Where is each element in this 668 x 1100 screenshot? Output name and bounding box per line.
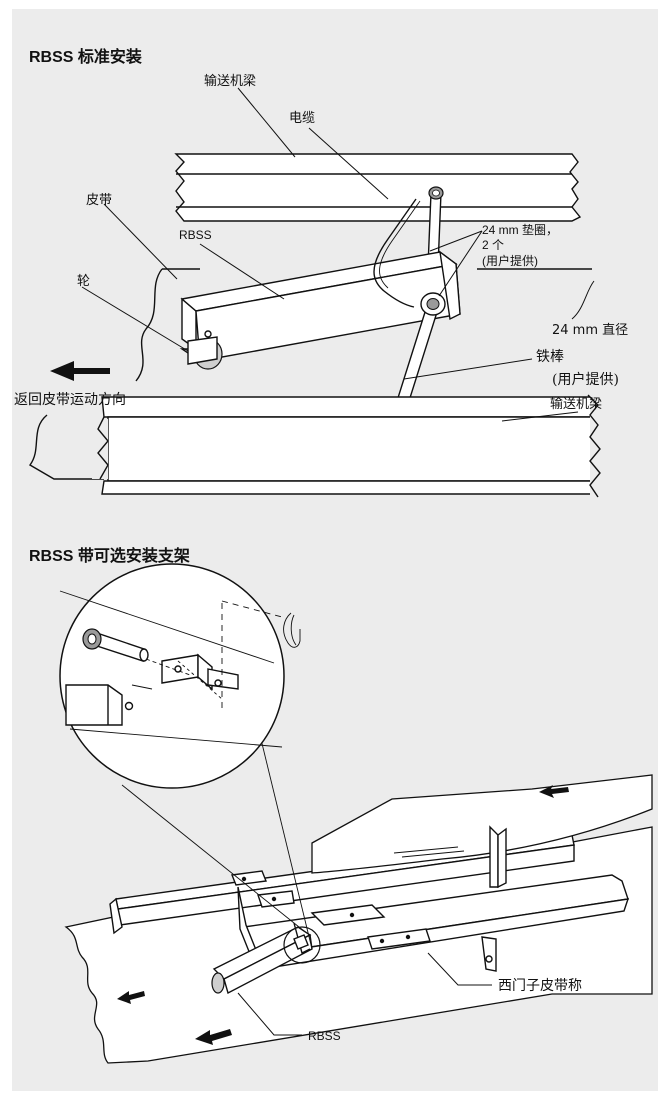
label-conveyor-beam-top: 输送机梁 xyxy=(204,73,256,89)
magnifier-detail xyxy=(59,563,321,964)
section2-title: RBSS 带可选安装支架 xyxy=(29,548,190,565)
leader-lines-1 xyxy=(81,87,595,422)
lower-conveyor-beam xyxy=(92,394,612,499)
rbss-unit xyxy=(179,250,461,370)
standard-installation-figure: 输送机梁 电缆 皮带 RBSS 24 mm 垫圈， 2 个 (用户提供) 轮 2… xyxy=(14,73,628,499)
label-washer-2: 2 个 xyxy=(482,238,504,252)
label-rod-2: 铁棒 xyxy=(536,349,564,365)
label-rod-3: (用户提供) xyxy=(552,371,619,388)
leader-scale xyxy=(427,952,492,986)
leader-rbss xyxy=(237,992,302,1036)
upper-belt-flap xyxy=(311,774,653,874)
label-washer-3: (用户提供) xyxy=(482,253,538,268)
return-direction-arrow-icon xyxy=(50,361,110,381)
label-return-direction: 返回皮带运动方向 xyxy=(14,392,126,408)
cross-brackets xyxy=(231,870,431,950)
scale-frame xyxy=(109,834,630,972)
label-cable: 电缆 xyxy=(289,110,315,126)
direction-arrow-icon-3 xyxy=(195,1029,232,1045)
label-rod-1: 24 mm 直径 xyxy=(552,323,628,338)
label-washer-1: 24 mm 垫圈， xyxy=(482,222,558,237)
label-conveyor-beam-bottom: 输送机梁 xyxy=(550,396,602,412)
label-siemens-belt-scale: 西门子皮带称 xyxy=(498,978,582,994)
cable-line xyxy=(373,198,417,308)
upper-conveyor-beam xyxy=(174,153,582,222)
diagram-page: RBSS 标准安装 RBSS 带可选安装支架 xyxy=(12,9,658,1091)
label-rbss-top: RBSS xyxy=(179,228,212,242)
installation-diagram: 输送机梁 电缆 皮带 RBSS 24 mm 垫圈， 2 个 (用户提供) 轮 2… xyxy=(14,73,653,1064)
belt-line xyxy=(28,268,592,480)
optional-bracket-figure: 西门子皮带称 RBSS xyxy=(59,563,653,1064)
label-rbss-bottom: RBSS xyxy=(308,1029,341,1043)
direction-arrow-icon-1 xyxy=(539,785,569,798)
direction-arrow-icon-2 xyxy=(117,991,145,1004)
section1-title: RBSS 标准安装 xyxy=(29,49,142,66)
label-belt: 皮带 xyxy=(86,193,112,208)
label-wheel: 轮 xyxy=(77,274,90,289)
